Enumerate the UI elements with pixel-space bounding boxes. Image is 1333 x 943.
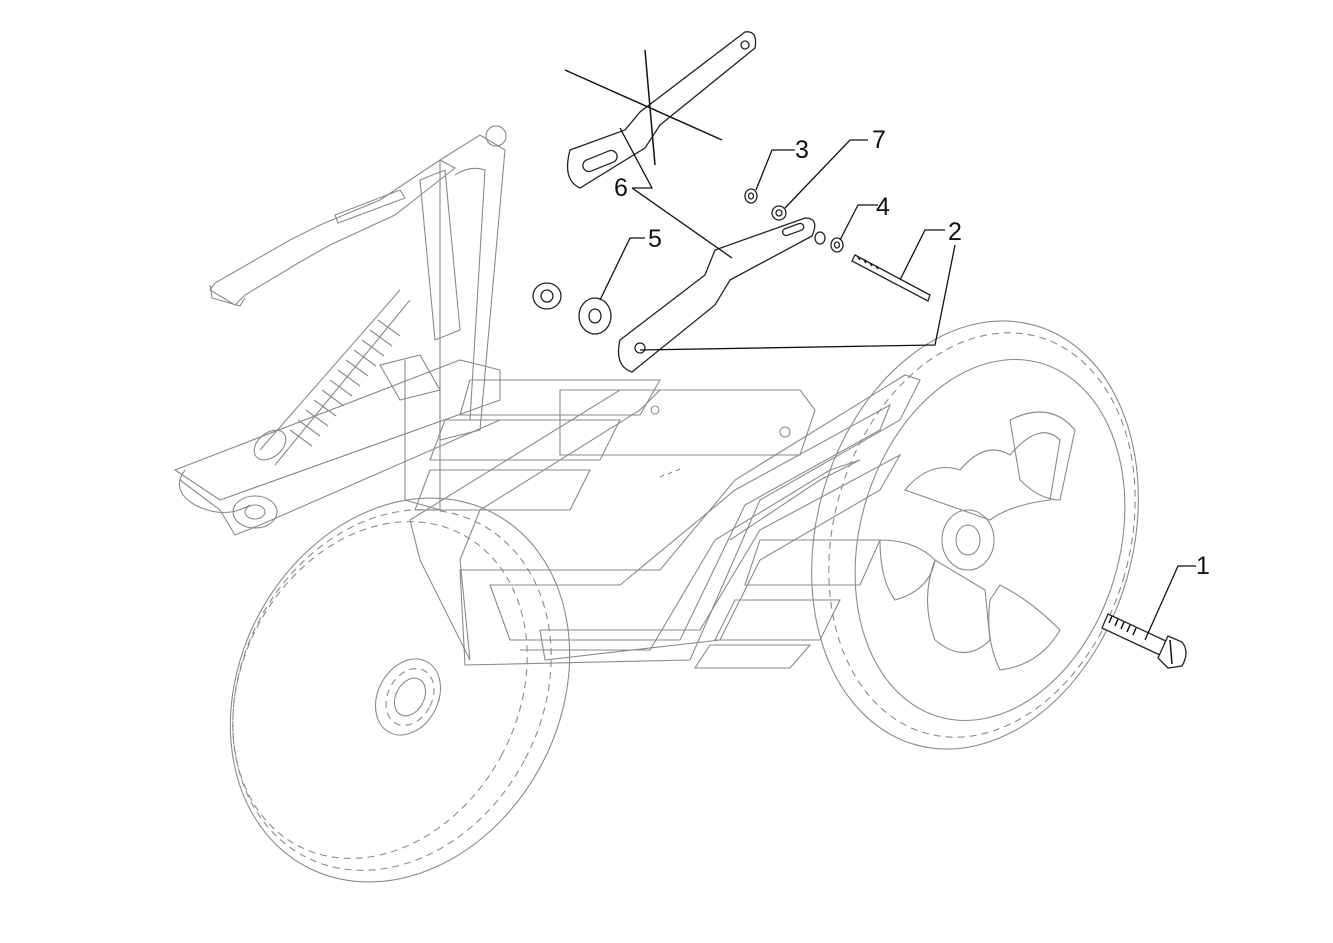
side-shield (409, 374, 921, 669)
leader-1 (1144, 565, 1196, 641)
callout-1: 1 (1196, 552, 1210, 580)
leader-3 (755, 149, 795, 191)
part-2-pin (851, 254, 931, 302)
leader-2a (899, 229, 945, 281)
compression-spring (253, 289, 411, 466)
callout-2: 2 (948, 218, 962, 246)
part-3-nut (744, 188, 758, 204)
part-4-nut-washer (814, 231, 844, 253)
leader-6b (631, 187, 733, 259)
right-press-wheel (811, 320, 1139, 750)
part-7-washer (771, 205, 787, 221)
callout-5: 5 (648, 225, 662, 253)
leader-4 (839, 204, 878, 241)
part-6-bracket (617, 217, 816, 373)
part-5-nut-washer (532, 282, 612, 335)
part-1-bolt (1101, 613, 1187, 669)
leader-7 (784, 139, 868, 209)
callout-3: 3 (795, 136, 809, 164)
left-disc-wheel (229, 497, 571, 883)
callout-7: 7 (872, 126, 886, 154)
cross-out-line (564, 69, 723, 141)
background-assembly (173, 125, 1139, 883)
callout-labels: 1 2 3 4 5 6 7 (614, 126, 1210, 580)
leader-lines (599, 127, 1196, 641)
callout-4: 4 (876, 193, 890, 221)
leader-2b (639, 244, 956, 351)
cross-out-line (644, 49, 656, 166)
leader-6a (619, 127, 654, 189)
leader-5 (599, 237, 645, 301)
depth-adjust-lever (209, 159, 457, 307)
callout-6: 6 (614, 174, 628, 202)
frame-body (173, 125, 507, 536)
superseded-bracket (564, 31, 757, 189)
